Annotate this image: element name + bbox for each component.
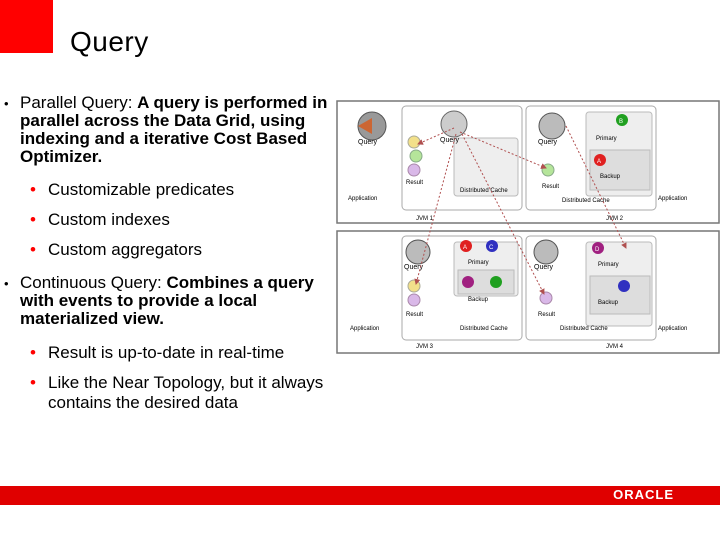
svg-text:JVM 3: JVM 3	[416, 344, 434, 350]
bullet-dot: •	[4, 276, 9, 291]
svg-text:Query: Query	[534, 264, 554, 271]
bullet-continuous-query: • Continuous Query: Combines a query wit…	[4, 274, 334, 328]
bullet-lead: Continuous Query:	[20, 273, 167, 292]
svg-text:A: A	[597, 159, 601, 165]
sub-bullet: • Custom indexes	[30, 210, 170, 230]
svg-text:Distributed Cache: Distributed Cache	[460, 188, 508, 194]
bullet-rest: Combines a query with events to provide …	[20, 273, 314, 328]
sub-bullet: • Result is up-to-date in real-time	[30, 343, 284, 363]
svg-text:JVM 2: JVM 2	[606, 216, 624, 222]
slide-title: Query	[70, 26, 149, 57]
svg-text:Backup: Backup	[598, 300, 619, 306]
sub-bullet: • Custom aggregators	[30, 240, 202, 260]
svg-text:Query: Query	[440, 137, 460, 144]
svg-text:Application: Application	[348, 196, 377, 202]
bullet-dot: •	[4, 96, 9, 111]
sub-bullet-text: Custom indexes	[48, 210, 170, 229]
bullet-lead: Parallel Query:	[20, 93, 138, 112]
svg-text:B: B	[619, 119, 623, 125]
svg-text:Result: Result	[542, 184, 559, 190]
sub-bullet: • Like the Near Topology, but it always …	[30, 373, 340, 413]
query-gear-icon: Query	[440, 110, 468, 144]
svg-text:Application: Application	[658, 326, 687, 332]
svg-text:C: C	[489, 245, 494, 251]
query-gear-icon: Query	[357, 111, 387, 146]
svg-text:Distributed Cache: Distributed Cache	[562, 198, 610, 204]
sub-bullet-text: Result is up-to-date in real-time	[48, 343, 285, 362]
query-gear-icon: Query	[533, 239, 559, 271]
bullet-rest: A query is performed in parallel across …	[20, 93, 328, 166]
svg-text:Application: Application	[658, 196, 687, 202]
sub-bullet-dot: •	[30, 210, 36, 229]
svg-text:Result: Result	[406, 312, 423, 318]
title-accent-square	[0, 0, 53, 53]
sub-bullet-text: Custom aggregators	[48, 240, 203, 259]
sub-bullet-dot: •	[30, 180, 36, 199]
svg-text:Result: Result	[538, 312, 555, 318]
svg-text:Query: Query	[404, 264, 424, 271]
sub-bullet-text: Like the Near Topology, but it always co…	[48, 373, 324, 412]
svg-text:JVM 4: JVM 4	[606, 344, 624, 350]
svg-text:Distributed Cache: Distributed Cache	[460, 326, 508, 332]
sub-bullet: • Customizable predicates	[30, 180, 234, 200]
sub-bullet-dot: •	[30, 343, 36, 362]
svg-text:Primary: Primary	[598, 262, 619, 268]
query-gear-icon: Query	[404, 239, 431, 271]
cache-region	[453, 137, 519, 197]
bullet-parallel-query: • Parallel Query: A query is performed i…	[4, 94, 334, 166]
oracle-logo: ORACLE	[613, 487, 674, 502]
svg-text:Query: Query	[538, 139, 558, 146]
cluster-diagram: Query Query Query Query Query Result Dis…	[336, 100, 720, 354]
svg-text:D: D	[595, 247, 600, 253]
svg-text:Distributed Cache: Distributed Cache	[560, 326, 608, 332]
sub-bullet-dot: •	[30, 240, 36, 259]
svg-text:A: A	[463, 245, 467, 251]
footer-bar	[0, 486, 720, 505]
svg-text:Backup: Backup	[600, 174, 621, 180]
sub-bullet-text: Customizable predicates	[48, 180, 235, 199]
query-gear-icon: Query	[538, 112, 566, 146]
svg-text:Application: Application	[350, 326, 379, 332]
sub-bullet-dot: •	[30, 373, 36, 392]
svg-text:JVM 1: JVM 1	[416, 216, 434, 222]
svg-text:Query: Query	[358, 139, 378, 146]
svg-text:Backup: Backup	[468, 297, 489, 303]
svg-text:Primary: Primary	[468, 260, 489, 266]
svg-text:Primary: Primary	[596, 136, 617, 142]
svg-text:Result: Result	[406, 180, 423, 186]
